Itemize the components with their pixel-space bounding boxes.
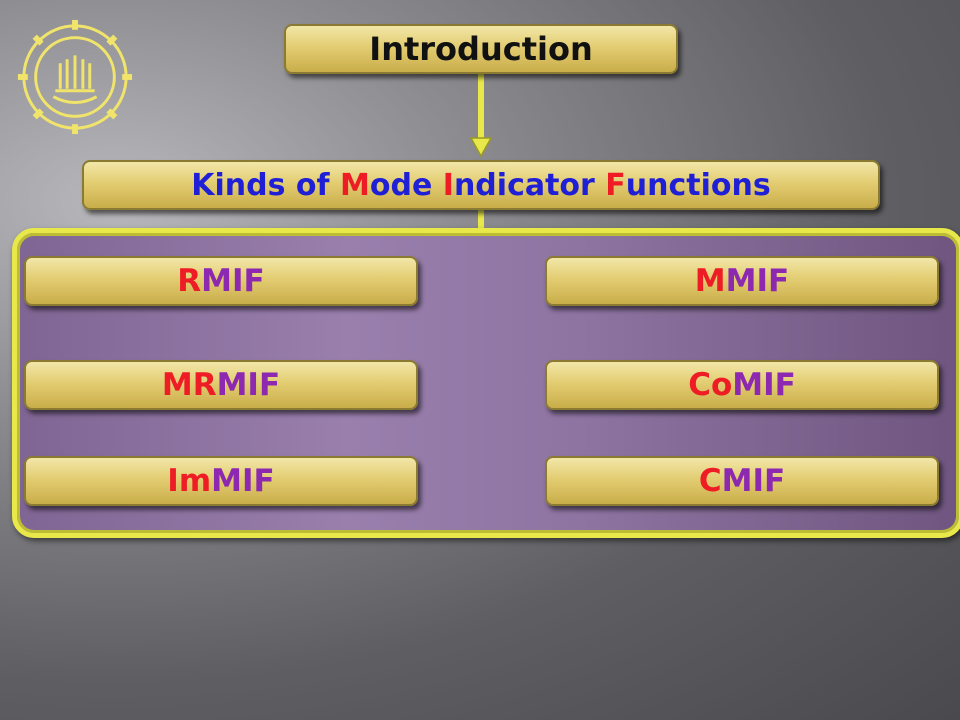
comif-prefix: Co (688, 367, 733, 403)
heading-part: ode (369, 167, 443, 203)
university-logo (17, 19, 133, 135)
mmif-suffix: MIF (725, 263, 790, 299)
heading-part: M (340, 167, 370, 203)
heading-part: K (191, 167, 215, 203)
heading-part: I (442, 167, 454, 203)
rmif-prefix: R (177, 263, 202, 299)
heading-part: unctions (625, 167, 771, 203)
heading-part: ndicator (453, 167, 606, 203)
introduction-box: Introduction (284, 24, 678, 74)
down-arrow-icon (469, 70, 493, 158)
heading-part: F (605, 167, 626, 203)
immif-prefix: Im (167, 463, 212, 499)
mrmif-suffix: MIF (216, 367, 281, 403)
heading-part: inds of (214, 167, 341, 203)
mrmif-prefix: MR (161, 367, 217, 403)
introduction-label: Introduction (369, 30, 593, 68)
cmif-suffix: MIF (721, 463, 786, 499)
cmif-prefix: C (698, 463, 722, 499)
rmif-suffix: MIF (201, 263, 265, 299)
immif-suffix: MIF (211, 463, 275, 499)
comif-suffix: MIF (732, 367, 796, 403)
mmif-prefix: M (694, 263, 726, 299)
